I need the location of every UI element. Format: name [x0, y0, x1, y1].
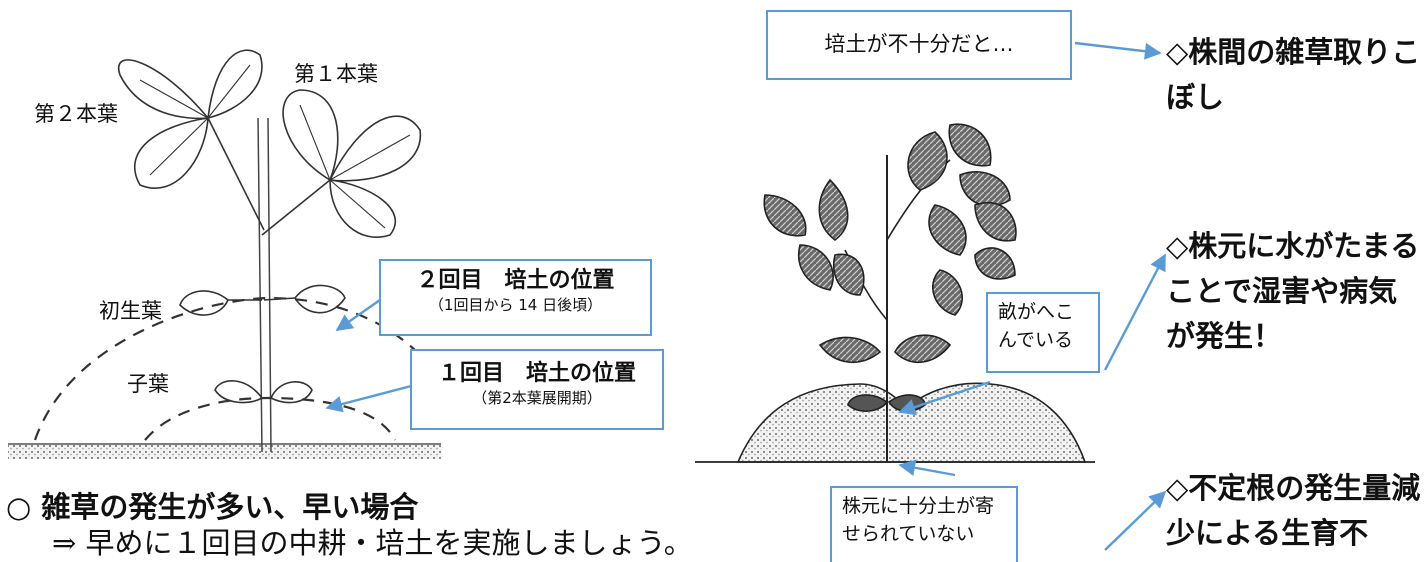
second-true-leaf-label: 第２本葉	[34, 102, 118, 126]
note-waterlogging: ◇株元に水がたまることで湿害や病気が発生！	[1166, 229, 1420, 353]
note-adventitious-roots: ◇不定根の発生量減少による生育不	[1166, 471, 1421, 550]
mid-leaves	[818, 334, 952, 364]
callout-second-note: （1回目から 14 日後頃）	[428, 295, 603, 314]
primary-leaf-left	[179, 290, 229, 316]
bottom-heading: ○ 雑草の発生が多い、早い場合	[6, 490, 419, 524]
callout-first-title: １回目 培土の位置	[437, 361, 636, 386]
callout-base-soil: 株元に十分土が寄せられていない	[830, 486, 1018, 562]
callout-first-hilling: １回目 培土の位置 （第2本葉展開期）	[410, 349, 664, 430]
primary-leaf-label: 初生葉	[99, 299, 162, 323]
cotyledon-label: 子葉	[127, 372, 169, 396]
upper-leaves	[907, 123, 1017, 316]
right-arrows	[898, 41, 1167, 551]
cotyledon-left	[214, 380, 264, 404]
note-weeds-missed: ◇株間の雑草取りこぼし	[1166, 35, 1421, 114]
leaf-2a	[117, 59, 210, 120]
left-ground-strip	[8, 444, 441, 459]
hill-line-1st	[144, 396, 396, 441]
bottom-advice: ⇒ 早めに１回目の中耕・培土を実施しましょう。	[52, 526, 693, 560]
left-arrows	[325, 299, 416, 413]
leaf-2c	[133, 117, 209, 189]
cotyledon-right	[269, 381, 313, 404]
callout-second-title: ２回目 培土の位置	[416, 268, 615, 293]
leaf-1b	[328, 115, 422, 182]
callout-second-hilling: ２回目 培土の位置 （1回目から 14 日後頃）	[379, 259, 652, 336]
left-plant-drawing	[8, 49, 456, 459]
callout-insufficient-hilling: 培土が不十分だと…	[766, 10, 1072, 80]
left-leaves	[763, 178, 865, 296]
leaf-1a	[282, 89, 339, 182]
leaf-1c	[329, 179, 397, 238]
hill-line-2nd	[33, 296, 456, 441]
right-plant-drawing	[695, 123, 1095, 463]
callout-ridge-dented: 畝がへこんでいる	[986, 292, 1100, 373]
primary-leaf-right	[294, 284, 346, 314]
callout-first-note: （第2本葉展開期）	[472, 388, 602, 407]
first-true-leaf-label: 第１本葉	[294, 62, 378, 86]
leaf-2b	[207, 49, 263, 120]
